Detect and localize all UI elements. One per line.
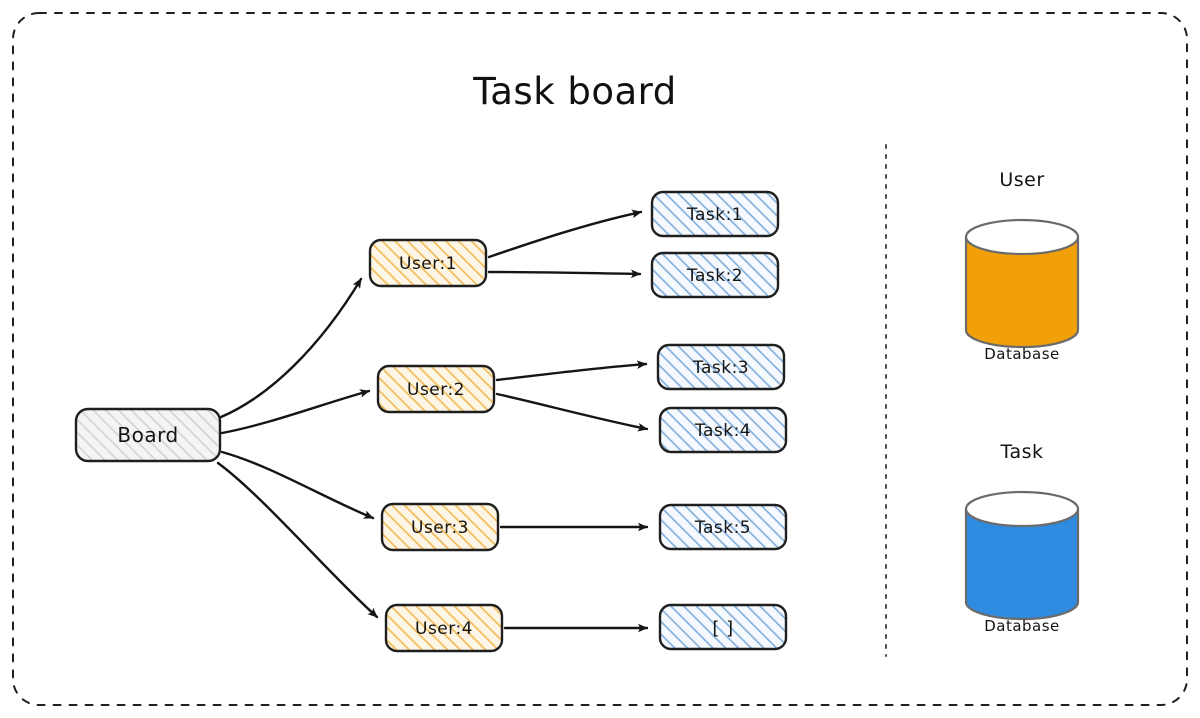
node-user-2[interactable]: User:2 [376, 364, 496, 414]
edges-users-to-tasks [487, 209, 649, 633]
database-user-title: User [999, 169, 1044, 191]
node-task-4-label: Task:4 [694, 421, 751, 441]
node-user-2-label: User:2 [407, 380, 465, 400]
edge-board-user-3 [220, 450, 375, 520]
edge-user-1-task-1 [487, 209, 643, 259]
database-task-caption: Database [984, 617, 1060, 635]
node-task-1[interactable]: Task:1 [650, 190, 780, 238]
node-task-2-shape[interactable] [650, 251, 780, 299]
node-task-1-shape[interactable] [650, 190, 780, 238]
node-user-4-label: User:4 [415, 619, 473, 639]
node-task-4-shape[interactable] [658, 406, 788, 454]
node-task-5[interactable]: Task:5 [658, 503, 788, 551]
node-user-1[interactable]: User:1 [368, 238, 488, 288]
node-task-2[interactable]: Task:2 [650, 251, 780, 299]
node-user-3-label: User:3 [411, 518, 469, 538]
edge-user-1-task-2 [487, 269, 642, 279]
node-task-5-shape[interactable] [658, 503, 788, 551]
database-task[interactable]: Task Database [964, 441, 1080, 635]
database-task-body[interactable] [964, 507, 1080, 621]
edge-user-2-task-4 [495, 392, 649, 432]
node-task-empty[interactable]: [ ] [658, 603, 788, 651]
database-user-caption: Database [984, 345, 1060, 363]
edge-user-2-task-3 [495, 360, 648, 382]
node-task-3-shape[interactable] [656, 343, 786, 391]
edge-board-user-1 [219, 277, 363, 419]
edge-board-user-4 [216, 461, 379, 619]
database-user-top [964, 218, 1080, 256]
node-task-2-label: Task:2 [686, 266, 743, 286]
edge-board-user-2 [220, 389, 371, 435]
outer-frame [12, 12, 1188, 706]
edges-board-to-users [216, 277, 379, 619]
node-user-4-shape[interactable] [384, 603, 504, 653]
node-task-1-label: Task:1 [686, 205, 743, 225]
node-user-2-shape[interactable] [376, 364, 496, 414]
node-task-empty-shape[interactable] [658, 603, 788, 651]
database-user[interactable]: User Database [964, 169, 1080, 363]
node-user-3-shape[interactable] [380, 502, 500, 552]
node-task-empty-label: [ ] [712, 618, 733, 639]
node-board[interactable]: Board [74, 407, 222, 463]
node-user-4[interactable]: User:4 [384, 603, 504, 653]
node-task-5-label: Task:5 [694, 518, 751, 538]
node-board-shape[interactable] [74, 407, 222, 463]
node-task-3-label: Task:3 [692, 358, 749, 378]
node-board-label: Board [117, 423, 178, 447]
database-task-title: Task [999, 441, 1043, 463]
node-task-3[interactable]: Task:3 [656, 343, 786, 391]
node-task-4[interactable]: Task:4 [658, 406, 788, 454]
page-title: Task board [472, 70, 676, 113]
database-user-body[interactable] [964, 235, 1080, 349]
node-user-1-label: User:1 [399, 254, 457, 274]
database-task-top [964, 490, 1080, 528]
node-user-3[interactable]: User:3 [380, 502, 500, 552]
node-user-1-shape[interactable] [368, 238, 488, 288]
